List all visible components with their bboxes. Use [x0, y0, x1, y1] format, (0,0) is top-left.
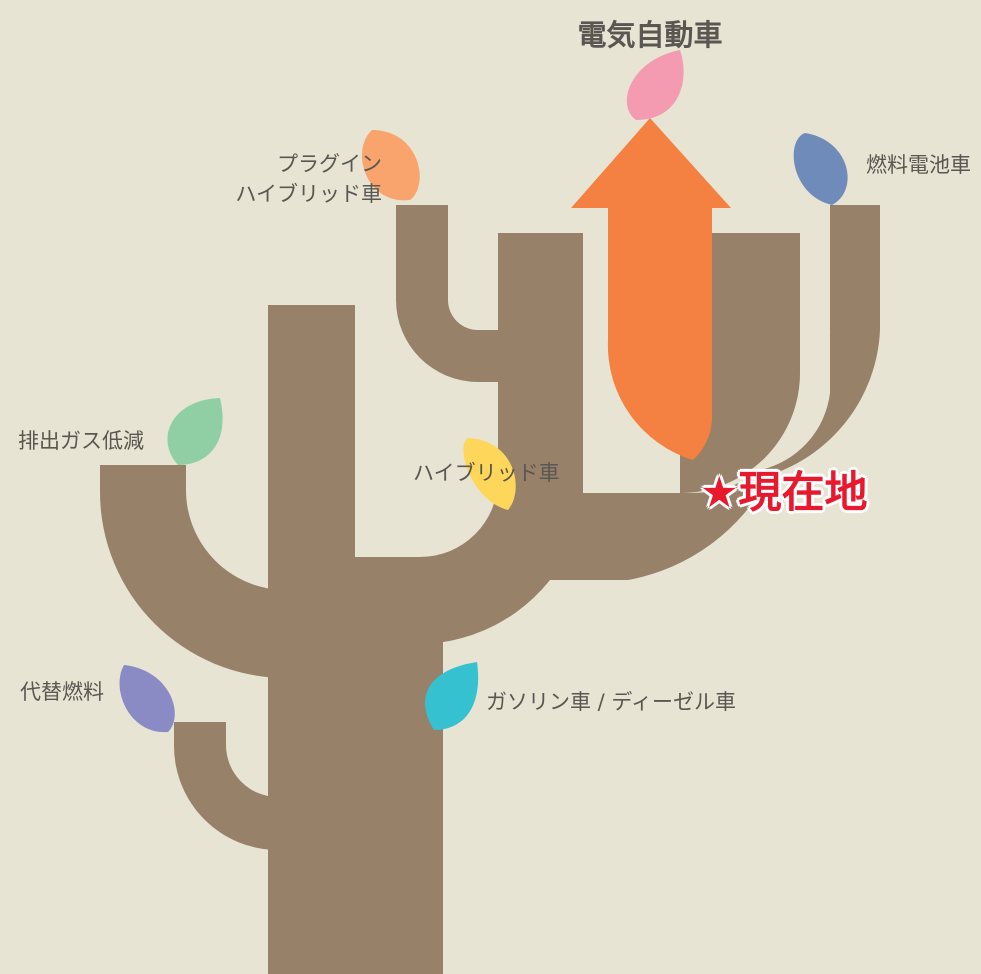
- branch-phev: [396, 205, 500, 382]
- leaf-ev: [626, 50, 684, 120]
- label-hybrid: ハイブリッド車: [413, 461, 560, 485]
- current-position-marker: ★現在地: [700, 468, 868, 518]
- ev-title: 電気自動車: [577, 18, 723, 52]
- ev-arrow: [571, 118, 731, 460]
- branch-fcv-inner-hole: [800, 250, 831, 385]
- branch-fcv: [600, 233, 800, 493]
- label-phev: プラグイン ハイブリッド車: [222, 149, 382, 209]
- branch-fcv-outer: [628, 205, 880, 580]
- branch-emission: [100, 465, 286, 678]
- leaf-gasoline: [425, 662, 479, 730]
- leaf-phev: [361, 130, 420, 201]
- branch-hybrid: [355, 233, 628, 645]
- label-phev-line-1: プラグイン: [277, 152, 382, 176]
- branch-alt-fuel: [174, 722, 278, 850]
- label-alt-fuel: 代替燃料: [20, 680, 104, 704]
- label-phev-line-2: ハイブリッド車: [235, 182, 382, 206]
- leaf-alt-fuel: [119, 665, 175, 733]
- leaf-fcv: [793, 133, 848, 205]
- label-emission: 排出ガス低減: [18, 429, 144, 453]
- label-gasoline: ガソリン車 / ディーゼル車: [486, 690, 736, 714]
- leaf-hybrid: [463, 438, 516, 510]
- tree-trunk-lower: [268, 600, 443, 974]
- label-fcv: 燃料電池車: [866, 153, 971, 177]
- leaf-emission: [167, 398, 223, 465]
